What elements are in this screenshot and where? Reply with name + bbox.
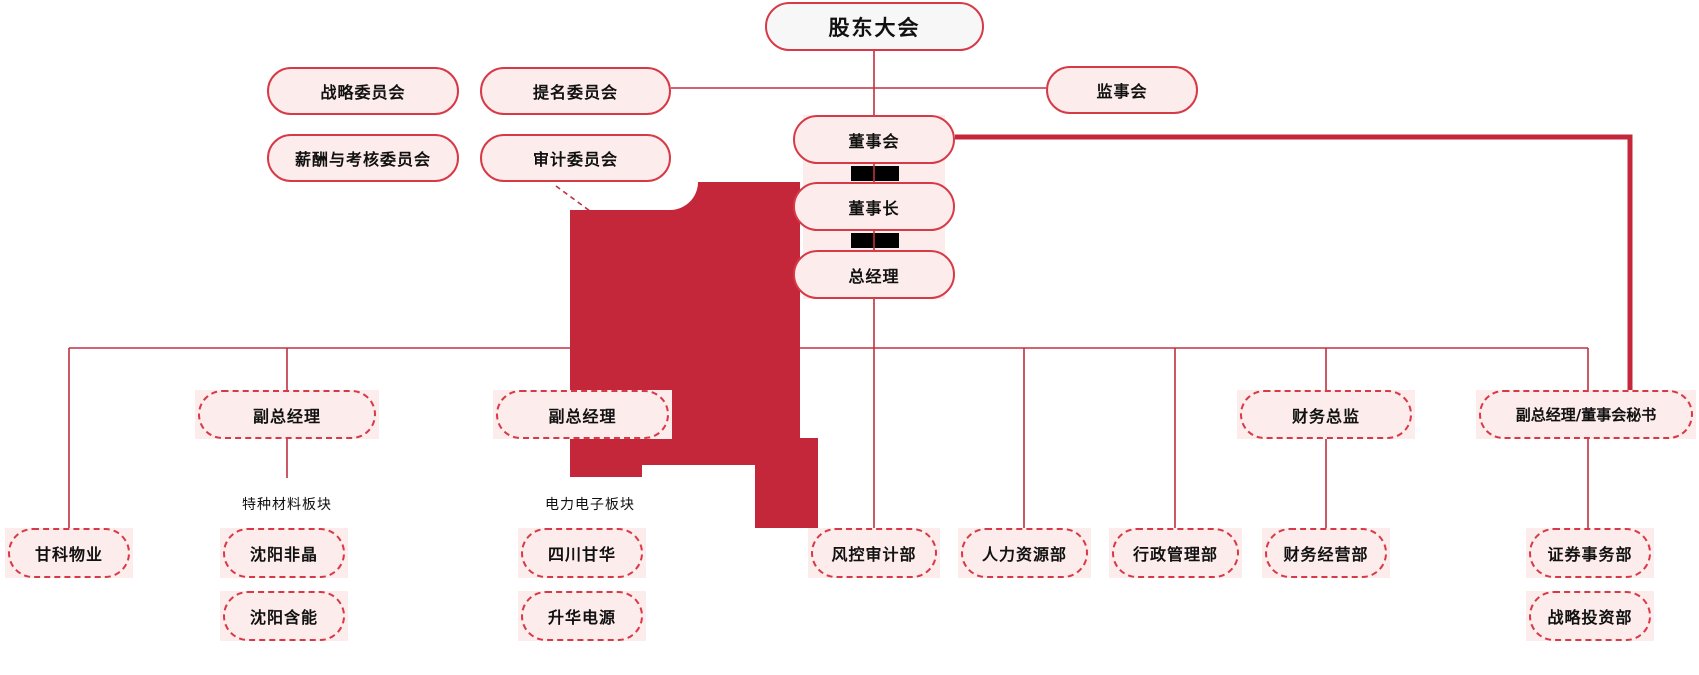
connector-audit-dashed — [555, 185, 595, 215]
node-group2-item2: 升华电源 — [518, 591, 646, 641]
node-committee-audit: 审计委员会 — [480, 134, 671, 182]
node-group1-item1: 沈阳非晶 — [220, 528, 348, 578]
connector-board-secretary-thick — [955, 134, 1633, 390]
node-chairman: 董事长 — [793, 182, 955, 231]
node-property: 甘科物业 — [5, 528, 133, 578]
node-group1-item2: 沈阳含能 — [220, 591, 348, 641]
node-board-label: 董事会 — [848, 131, 900, 151]
node-dept-strategic-investment-label: 战略投资部 — [1547, 608, 1633, 627]
node-general-manager-label: 总经理 — [848, 266, 900, 286]
node-dept-hr: 人力资源部 — [958, 528, 1091, 578]
node-dept-securities-label: 证券事务部 — [1547, 545, 1633, 564]
node-cfo-label: 财务总监 — [1291, 406, 1360, 426]
node-dept-risk-audit: 风控审计部 — [808, 528, 940, 578]
node-dept-admin-label: 行政管理部 — [1132, 545, 1218, 564]
node-property-label: 甘科物业 — [34, 545, 103, 564]
group2-label: 电力电子板块 — [545, 497, 635, 513]
group1-label: 特种材料板块 — [242, 497, 332, 513]
node-group2-item2-label: 升华电源 — [547, 608, 616, 627]
node-shareholders: 股东大会 — [765, 2, 984, 51]
node-cfo: 财务总监 — [1237, 390, 1415, 439]
node-committee-audit-label: 审计委员会 — [532, 150, 618, 169]
node-committee-nomination-label: 提名委员会 — [532, 83, 618, 102]
node-supervisory-board: 监事会 — [1046, 66, 1198, 114]
node-vp-secretary-label: 副总经理/董事会秘书 — [1515, 406, 1657, 424]
node-dept-risk-audit-label: 风控审计部 — [831, 545, 917, 564]
node-committee-compensation-label: 薪酬与考核委员会 — [294, 150, 431, 169]
node-committee-strategy-label: 战略委员会 — [320, 83, 406, 102]
node-committee-nomination: 提名委员会 — [480, 67, 671, 115]
node-dept-hr-label: 人力资源部 — [981, 545, 1067, 564]
node-vp-secretary: 副总经理/董事会秘书 — [1476, 390, 1696, 439]
node-group2-item1: 四川甘华 — [518, 528, 646, 578]
redaction-block-2 — [851, 233, 899, 248]
node-vp1-label: 副总经理 — [252, 406, 321, 426]
node-supervisory-board-label: 监事会 — [1096, 82, 1148, 101]
node-vp2-label: 副总经理 — [548, 406, 617, 426]
node-dept-securities: 证券事务部 — [1526, 528, 1654, 578]
node-dept-finance-ops: 财务经营部 — [1262, 528, 1390, 578]
node-dept-admin: 行政管理部 — [1109, 528, 1242, 578]
node-dept-finance-ops-label: 财务经营部 — [1283, 545, 1369, 564]
node-dept-strategic-investment: 战略投资部 — [1526, 591, 1654, 641]
node-vp2: 副总经理 — [493, 390, 672, 439]
node-committee-strategy: 战略委员会 — [267, 67, 459, 115]
node-general-manager: 总经理 — [793, 250, 955, 299]
node-vp1: 副总经理 — [195, 390, 379, 439]
redaction-block-1 — [851, 166, 899, 181]
node-committee-compensation: 薪酬与考核委员会 — [267, 134, 459, 182]
node-group1-item2-label: 沈阳含能 — [249, 608, 318, 627]
node-chairman-label: 董事长 — [848, 198, 900, 218]
node-shareholders-label: 股东大会 — [828, 15, 921, 40]
redaction-blob — [570, 182, 818, 528]
node-group1-item1-label: 沈阳非晶 — [249, 545, 318, 564]
node-board: 董事会 — [793, 115, 955, 164]
node-group2-item1-label: 四川甘华 — [547, 545, 616, 564]
